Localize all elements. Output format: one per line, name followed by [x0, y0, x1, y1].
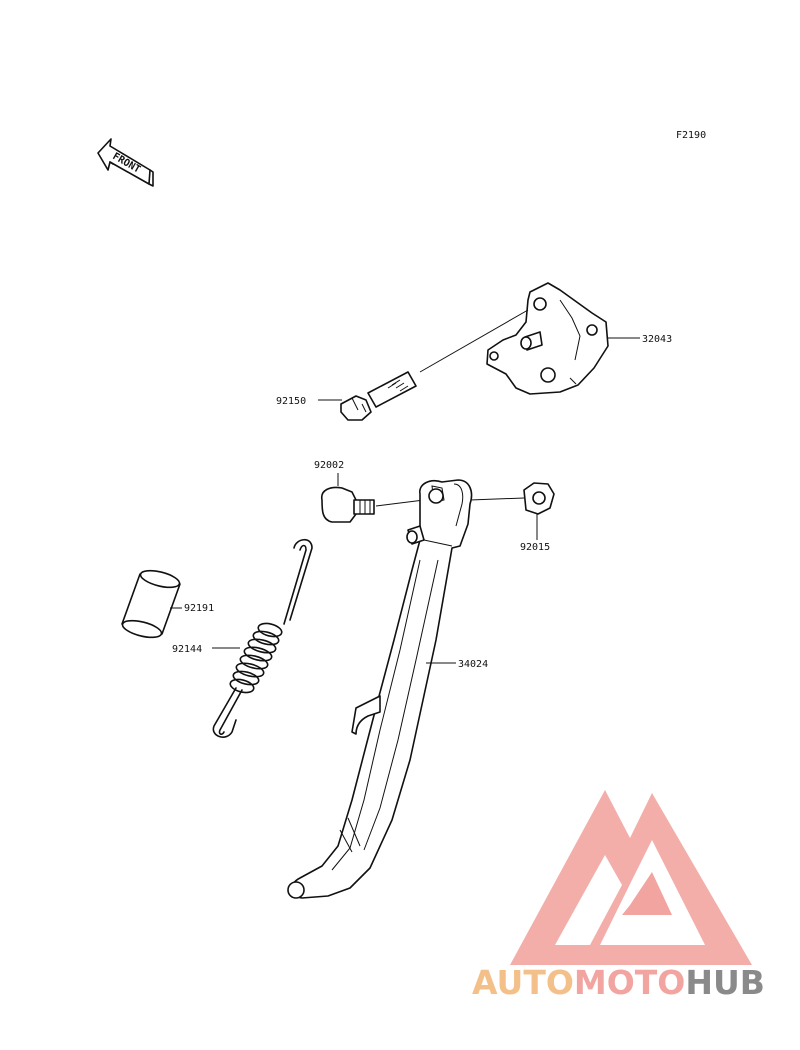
automotohub-logo: [510, 790, 752, 965]
spring-92144: [212, 538, 313, 738]
pivot-bolt-92002: [320, 473, 425, 523]
nut-92015: [469, 482, 555, 540]
figure-code: F2190: [676, 130, 706, 141]
side-stand-34024: [287, 479, 473, 899]
label-34024: 34024: [458, 659, 488, 670]
watermark-text: AUTOMOTOHUB: [472, 963, 765, 1002]
watermark-part2: MOTO: [573, 963, 686, 1002]
label-32043: 32043: [642, 334, 672, 345]
front-arrow-icon: FRONT: [97, 138, 154, 187]
label-92191: 92191: [184, 603, 214, 614]
label-92150: 92150: [276, 396, 306, 407]
bolt-92150: [318, 309, 529, 421]
watermark-part3: HUB: [685, 963, 765, 1002]
collar-92191: [121, 569, 182, 639]
bracket-32043: [486, 282, 640, 395]
watermark-part1: AUTO: [472, 963, 574, 1002]
label-92015: 92015: [520, 542, 550, 553]
label-92144: 92144: [172, 644, 202, 655]
label-92002: 92002: [314, 460, 344, 471]
